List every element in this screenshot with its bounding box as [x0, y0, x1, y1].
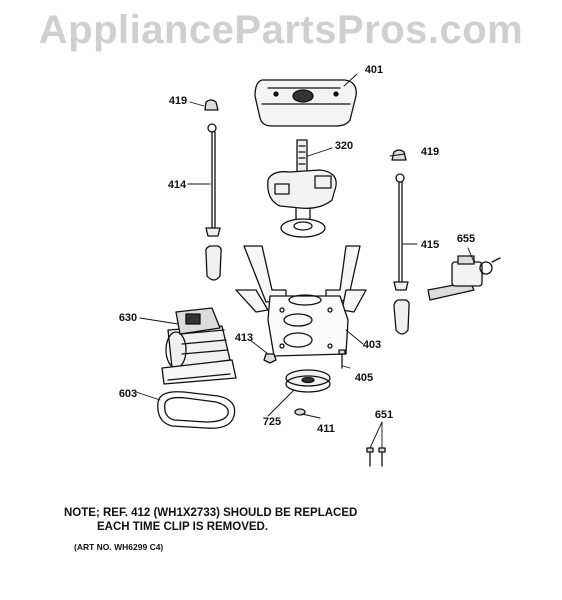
callout-413: 413 — [235, 332, 253, 344]
callout-655: 655 — [457, 233, 475, 245]
part-320-transmission[interactable] — [267, 139, 337, 238]
part-411-clip[interactable] — [294, 408, 306, 416]
callout-411: 411 — [317, 423, 335, 435]
note-line-1: NOTE; REF. 412 (WH1X2733) SHOULD BE REPL… — [64, 507, 358, 519]
callout-419-right: 419 — [421, 146, 439, 158]
callout-405: 405 — [355, 372, 373, 384]
callout-401: 401 — [365, 64, 383, 76]
callout-320: 320 — [335, 140, 353, 152]
callout-603: 603 — [119, 388, 137, 400]
callout-651: 651 — [375, 409, 393, 421]
part-419-left-cap[interactable] — [204, 99, 219, 111]
part-651-bolts[interactable] — [366, 447, 386, 467]
callout-419-left: 419 — [169, 95, 187, 107]
part-655-valve[interactable] — [427, 255, 501, 301]
part-403-frame[interactable] — [235, 245, 367, 357]
part-414-left-rod[interactable] — [205, 123, 222, 281]
callout-414: 414 — [168, 179, 187, 191]
part-413-nut[interactable] — [263, 353, 277, 364]
watermark: AppliancePartsPros.com — [38, 8, 524, 52]
part-630-motor[interactable] — [161, 307, 237, 385]
callout-403: 403 — [363, 339, 381, 351]
art-number: (ART NO. WH6299 C4) — [74, 542, 164, 552]
callout-630: 630 — [119, 312, 137, 324]
callout-415: 415 — [421, 239, 439, 251]
part-405-screw[interactable] — [338, 349, 346, 369]
part-401-cover[interactable] — [254, 79, 357, 127]
part-415-right-rod[interactable] — [393, 173, 410, 335]
part-603-belt[interactable] — [157, 391, 236, 429]
callout-725: 725 — [263, 416, 281, 428]
note-line-2: EACH TIME CLIP IS REMOVED. — [97, 521, 269, 533]
part-725-pulley[interactable] — [285, 369, 331, 393]
leader-lines — [135, 73, 475, 449]
